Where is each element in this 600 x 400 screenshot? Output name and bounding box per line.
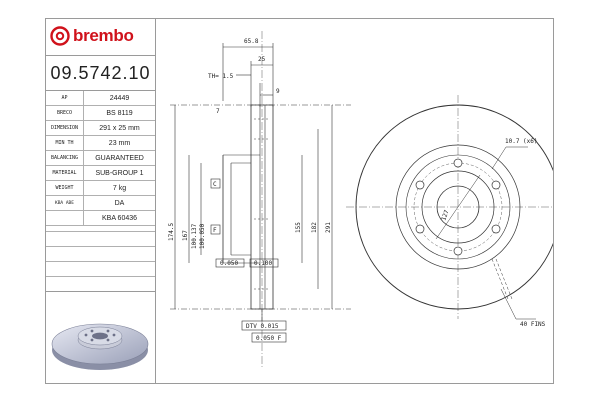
dim-dia-155: 155	[295, 222, 302, 233]
dim-7: 7	[216, 108, 220, 115]
runout-label: 0.050 F	[256, 335, 282, 342]
spec-key: BALANCING	[46, 150, 84, 166]
spec-key: WEIGHT	[46, 180, 84, 196]
dim-dia-182: 182	[311, 222, 318, 233]
part-number: 09.5742.10	[46, 55, 155, 91]
spec-value: 7 kg	[83, 180, 155, 196]
tol-100: 0.100	[254, 260, 272, 267]
dim-9: 9	[276, 88, 280, 95]
label-f: F	[213, 227, 217, 234]
dim-width-inner: 25	[258, 56, 266, 63]
dim-width-total: 65.8	[244, 38, 259, 45]
technical-drawing: 65.8 25 TH= 1.5 9 7 C F 174.5 167 100.13…	[168, 31, 553, 369]
dim-dia-100-050: 100.050	[199, 223, 206, 249]
pcd-label: 127	[440, 209, 450, 222]
spec-key: AP	[46, 91, 84, 106]
dim-dia-167: 167	[182, 230, 189, 241]
spec-value: DA	[83, 195, 155, 211]
spec-value: GUARANTEED	[83, 150, 155, 166]
dim-th-min: TH= 1.5	[208, 73, 234, 80]
dtv-label: DTV 0.015	[246, 323, 279, 330]
spec-key	[46, 210, 84, 226]
kba-abe-badge: KBA ABE	[46, 195, 84, 211]
spec-key: BRECO	[46, 105, 84, 121]
dim-dia-291: 291	[325, 222, 332, 233]
spare-rows	[46, 217, 155, 292]
tol-050: 0.050	[220, 260, 238, 267]
spec-value: SUB-GROUP 1	[83, 165, 155, 181]
dim-dia-100-137: 100.137	[191, 223, 198, 249]
spec-value: BS 8119	[83, 105, 155, 121]
dim-dia-174: 174.5	[168, 223, 175, 241]
spec-value: 23 mm	[83, 135, 155, 151]
table-row: KBA 60436	[46, 210, 155, 226]
brand-logo: brembo	[50, 25, 134, 47]
spec-key: MATERIAL	[46, 165, 84, 181]
disc-thumbnail	[46, 291, 155, 384]
brembo-logo-icon	[50, 26, 70, 46]
spec-value: 291 x 25 mm	[83, 120, 155, 136]
spec-value: 24449	[83, 91, 155, 106]
disc-3d-icon	[51, 323, 149, 370]
fins-label: 40 FINS	[520, 321, 546, 328]
label-c: C	[213, 181, 217, 188]
brand-name: brembo	[73, 26, 134, 45]
spec-key: MIN TH	[46, 135, 84, 151]
spec-value: KBA 60436	[83, 210, 155, 226]
hole-spec: 10.7 (x6)	[505, 138, 538, 145]
spec-key: DIMENSION	[46, 120, 84, 136]
